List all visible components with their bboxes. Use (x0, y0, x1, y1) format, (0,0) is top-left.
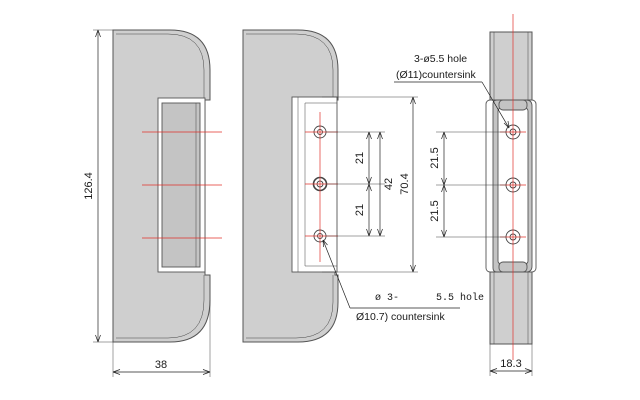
width-label: 38 (155, 359, 167, 371)
front-view-inner-edge (116, 33, 205, 100)
hole-span-label: 42 (383, 178, 395, 190)
side-pitch-lower-label: 21.5 (429, 200, 441, 221)
plate-height-label: 70.4 (399, 173, 411, 194)
section-extension-lines (322, 96, 418, 273)
section-view (242, 29, 339, 343)
pitch-dimension: 21 21 (354, 131, 372, 237)
width-dimension: 38 (112, 300, 211, 377)
side-hole-note-line2: (Ø11)countersink (396, 69, 477, 81)
side-hole-note: 3-ø5.5 hole (Ø11)countersink (394, 53, 510, 129)
front-hole-note: ø 3- 5.5 hole Ø10.7) countersink (322, 239, 484, 323)
side-view (485, 14, 537, 360)
side-pitch-dimension: 21.5 21.5 (429, 131, 447, 238)
section-view-inner-edge-bottom (246, 275, 334, 339)
overall-height-dimension: 126.4 (83, 29, 113, 343)
front-view (112, 29, 222, 343)
section-view-inner-edge (246, 33, 334, 100)
plate-height-dimension: 70.4 (399, 96, 416, 273)
pitch-upper-label: 21 (354, 152, 366, 164)
front-hole-note-line2: Ø10.7) countersink (356, 311, 445, 323)
side-pitch-upper-label: 21.5 (429, 147, 441, 168)
side-hole-note-line1: 3-ø5.5 hole (414, 53, 467, 65)
side-extension-lines (436, 131, 506, 238)
hole-span-dimension: 42 (377, 131, 395, 237)
front-hole-note-line1a: ø 3- (375, 293, 399, 304)
depth-label: 18.3 (500, 358, 521, 370)
depth-dimension: 18.3 (489, 344, 533, 376)
front-hole-note-line1b: 5.5 hole (436, 292, 484, 304)
front-view-inner-edge-bottom (116, 275, 205, 339)
overall-height-label: 126.4 (83, 172, 95, 200)
pitch-lower-label: 21 (354, 204, 366, 216)
